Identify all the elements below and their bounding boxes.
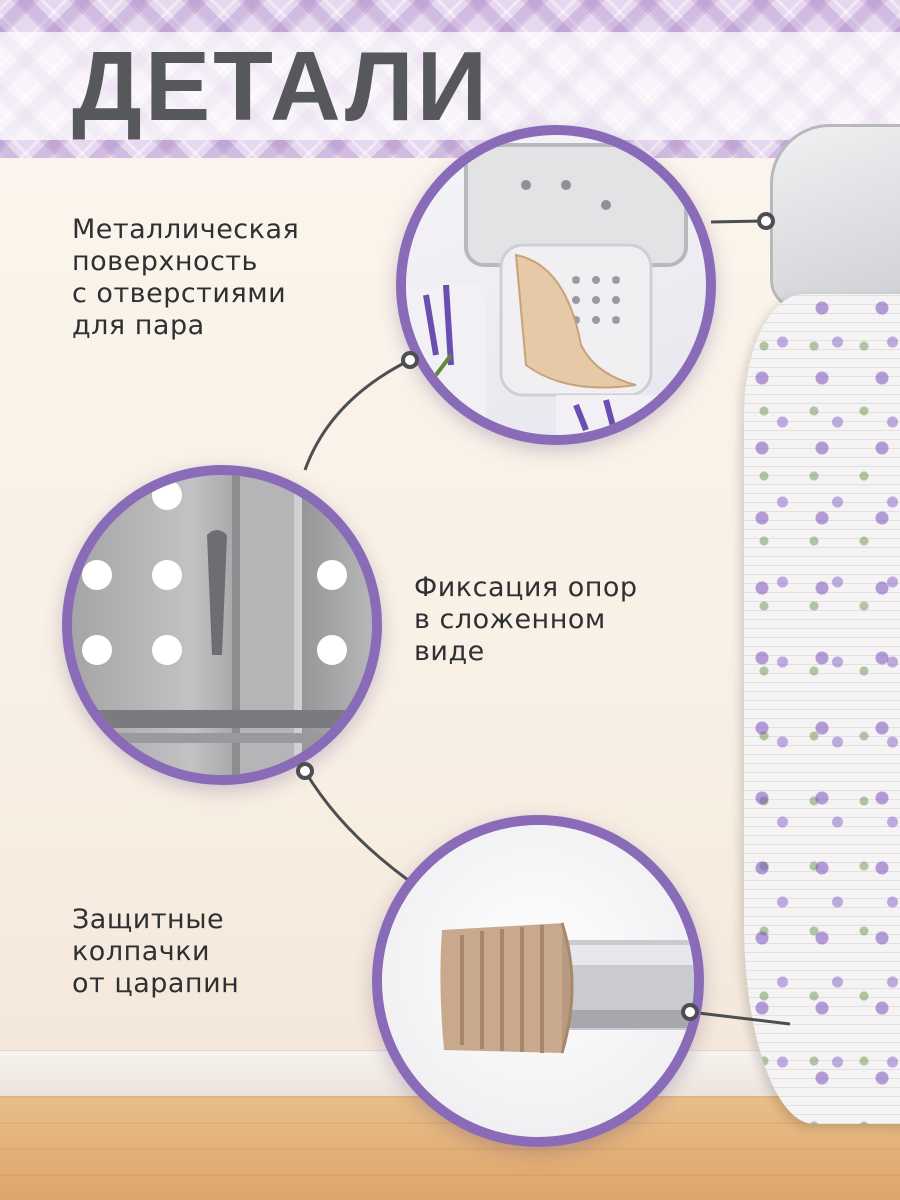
leg-lock-detail-image [62, 465, 382, 785]
callout-dot [401, 351, 419, 369]
caption-line: поверхность [72, 246, 258, 277]
ironing-board-image [744, 294, 900, 1124]
caption-line: для пара [72, 310, 205, 341]
caption-line: Металлическая [72, 214, 300, 245]
caption-line: от царапин [72, 968, 240, 999]
feature-caption-leg-lock: Фиксация опор в сложенном виде [414, 572, 638, 668]
caption-line: колпачки [72, 936, 211, 967]
caption-line: Защитные [72, 904, 225, 935]
protective-cap-icon [440, 922, 694, 1054]
steam-plate-detail-image [396, 125, 716, 445]
page-title: ДЕТАЛИ [72, 31, 491, 141]
steam-plate-icon [406, 143, 706, 435]
leg-lock-icon [82, 475, 352, 775]
feature-caption-steam-plate: Металлическая поверхность с отверстиями … [72, 214, 299, 342]
title-strip [0, 32, 900, 140]
caption-line: Фиксация опор [414, 572, 638, 603]
callout-dot [681, 1003, 699, 1021]
callout-dot [757, 212, 775, 230]
caption-line: виде [414, 636, 485, 667]
caption-line: в сложенном [414, 604, 606, 635]
caption-line: с отверстиями [72, 278, 287, 309]
feature-caption-protective-caps: Защитные колпачки от царапин [72, 904, 239, 1000]
protective-cap-detail-image [372, 815, 704, 1147]
callout-dot [296, 762, 314, 780]
